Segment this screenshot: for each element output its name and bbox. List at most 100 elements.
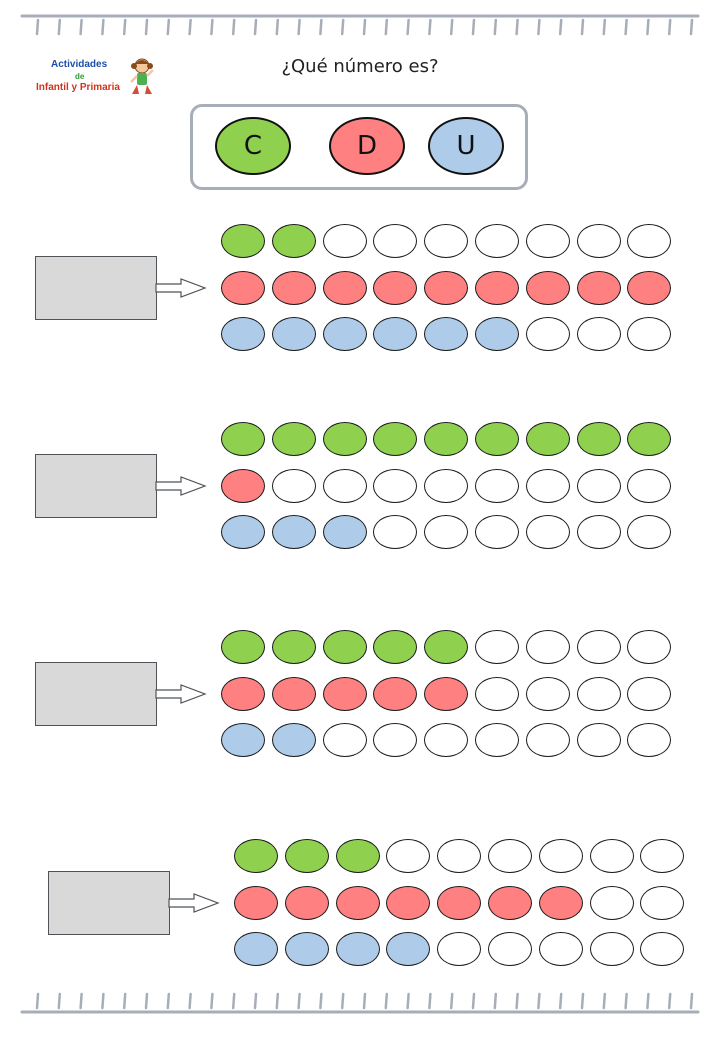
ruler-tick	[253, 18, 258, 36]
ruler-tick	[210, 992, 214, 1010]
empty-unidades-dot	[373, 723, 418, 757]
green-centenas-dot	[221, 224, 265, 258]
ruler-tick	[57, 992, 62, 1010]
empty-unidades-dot	[475, 723, 519, 757]
blue-unidades-dot	[271, 515, 316, 549]
ruler-tick	[384, 992, 389, 1010]
page-title: ¿Qué número es?	[281, 56, 439, 77]
top-ruler-border	[20, 14, 700, 36]
ruler-tick	[275, 992, 280, 1010]
empty-decenas-dot	[525, 468, 570, 503]
red-decenas-dot	[234, 885, 278, 920]
empty-centenas-dot	[488, 839, 532, 873]
ruler-tick	[493, 18, 498, 36]
logo-line-2: de	[75, 72, 85, 81]
empty-centenas-dot	[525, 224, 570, 258]
ruler-tick	[646, 992, 650, 1010]
green-centenas-dot	[576, 422, 621, 456]
ruler-tick	[340, 18, 345, 36]
blue-unidades-dot	[221, 317, 265, 351]
blue-unidades-dot	[386, 932, 431, 966]
empty-centenas-dot	[525, 630, 570, 664]
red-decenas-dot	[284, 885, 329, 920]
ruler-tick	[297, 992, 301, 1010]
red-decenas-dot	[437, 885, 482, 920]
green-centenas-dot	[627, 422, 672, 456]
ruler-tick	[231, 992, 236, 1010]
bottom-ruler-border	[20, 992, 700, 1014]
empty-centenas-dot	[589, 839, 634, 873]
red-decenas-dot	[538, 885, 583, 920]
blue-unidades-dot	[322, 317, 367, 351]
ruler-tick	[428, 18, 432, 36]
empty-centenas-dot	[627, 224, 672, 258]
empty-unidades-dot	[437, 932, 482, 966]
green-centenas-dot	[424, 422, 469, 456]
green-centenas-dot	[335, 839, 380, 873]
ruler-tick	[667, 992, 672, 1010]
green-centenas-dot	[234, 839, 278, 873]
arrow-right-icon	[155, 476, 207, 496]
red-decenas-dot	[322, 270, 367, 305]
empty-unidades-dot	[627, 317, 672, 351]
ruler-tick	[144, 18, 149, 36]
ruler-tick	[362, 992, 367, 1010]
empty-centenas-dot	[475, 630, 519, 664]
ruler-tick	[79, 18, 83, 36]
answer-box[interactable]	[35, 256, 157, 320]
arrow-right-icon	[155, 684, 207, 704]
ruler-tick	[122, 18, 127, 36]
ruler-tick	[667, 18, 672, 36]
empty-unidades-dot	[488, 932, 532, 966]
ruler-tick	[689, 992, 694, 1010]
ruler-tick	[449, 18, 454, 36]
blue-unidades-dot	[221, 723, 265, 757]
legend-centenas-oval: C	[215, 117, 291, 175]
legend-unidades-oval: U	[428, 117, 504, 175]
empty-decenas-dot	[373, 468, 418, 503]
logo-line-3: Infantil y Primaria	[36, 82, 120, 93]
legend-decenas-letter: D	[356, 131, 378, 161]
empty-centenas-dot	[640, 839, 685, 873]
answer-box[interactable]	[35, 454, 157, 518]
ruler-tick	[319, 18, 323, 36]
ruler-tick	[602, 992, 607, 1010]
answer-box[interactable]	[35, 662, 157, 726]
empty-unidades-dot	[576, 317, 621, 351]
empty-decenas-dot	[576, 468, 621, 503]
red-decenas-dot	[424, 676, 469, 711]
empty-decenas-dot	[271, 468, 316, 503]
red-decenas-dot	[322, 676, 367, 711]
empty-unidades-dot	[627, 723, 672, 757]
empty-decenas-dot	[576, 676, 621, 711]
ruler-tick	[101, 18, 105, 36]
empty-centenas-dot	[437, 839, 482, 873]
empty-unidades-dot	[475, 515, 519, 549]
green-centenas-dot	[271, 224, 316, 258]
ruler-tick	[188, 18, 192, 36]
ruler-tick	[319, 992, 323, 1010]
green-centenas-dot	[475, 422, 519, 456]
logo-line-1: Actividades	[51, 59, 108, 70]
green-centenas-dot	[221, 630, 265, 664]
ruler-tick	[362, 18, 367, 36]
empty-unidades-dot	[424, 515, 469, 549]
empty-unidades-dot	[373, 515, 418, 549]
answer-box[interactable]	[48, 871, 170, 935]
ruler-tick	[253, 992, 258, 1010]
ruler-tick	[340, 992, 345, 1010]
green-centenas-dot	[322, 422, 367, 456]
empty-decenas-dot	[627, 468, 672, 503]
blue-unidades-dot	[424, 317, 469, 351]
arrow-right-icon	[155, 278, 207, 298]
blue-unidades-dot	[475, 317, 519, 351]
ruler-tick	[57, 18, 62, 36]
empty-unidades-dot	[525, 317, 570, 351]
empty-centenas-dot	[576, 224, 621, 258]
kid-mascot-icon	[130, 58, 154, 94]
legend-centenas-letter: C	[243, 131, 263, 161]
empty-centenas-dot	[475, 224, 519, 258]
red-decenas-dot	[424, 270, 469, 305]
ruler-tick	[646, 18, 650, 36]
ruler-tick	[624, 18, 628, 36]
